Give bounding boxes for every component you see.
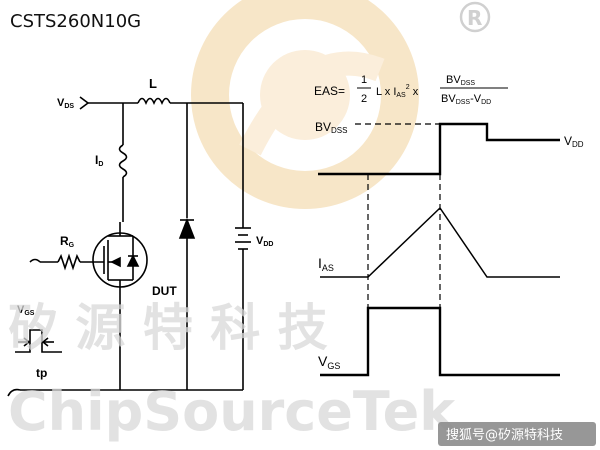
gate-resistor-label: RG (60, 234, 75, 249)
vds-label: VDS (57, 97, 74, 110)
equation-middle: L x IAS2 x (376, 84, 419, 99)
vdd-label: VDD (256, 235, 273, 248)
equation-half-num: 1 (361, 74, 367, 86)
logo-watermark (191, 0, 419, 209)
waveform-labels: BVDSS VDD IAS VGS (315, 120, 584, 371)
dut-label: DUT (152, 284, 177, 298)
vdd-wave-label: VDD (564, 134, 584, 149)
part-number: CSTS260N10G (10, 11, 141, 32)
equation-half-den: 2 (361, 93, 367, 105)
gate-resistor-symbol (57, 253, 81, 271)
equation-frac-num: BVDSS (446, 74, 475, 87)
gate-pulse-symbol (15, 329, 62, 353)
test-circuit (7, 96, 251, 397)
diode-symbol (178, 217, 196, 239)
watermark-english: ChipSourceTek (8, 380, 456, 443)
inductor-symbol (137, 97, 171, 105)
vds-arrow-icon (79, 96, 90, 110)
svg-text:R: R (467, 6, 482, 30)
vds-waveform (318, 122, 560, 176)
pulse-width-label: tp (36, 366, 47, 380)
circuit-labels: VDS L ID RG DUT VGS tp VDD (17, 76, 273, 380)
equation-lhs: EAS= (314, 84, 345, 98)
vgs-waveform (320, 306, 560, 377)
registered-mark: R (459, 1, 491, 33)
equation-frac-den: BVDSS-VDD (441, 93, 491, 106)
credit-text: 搜狐号@矽源特科技 (446, 428, 563, 443)
bvdss-label: BVDSS (315, 120, 347, 135)
eas-equation: EAS= 1 2 L x IAS2 x BVDSS BVDSS-VDD (314, 74, 508, 106)
current-label: ID (95, 153, 103, 168)
current-probe-symbol (118, 144, 128, 178)
ias-label: IAS (318, 255, 334, 273)
vgs-label: VGS (17, 304, 35, 317)
watermark-chinese: 矽 源 特 科 技 (8, 299, 328, 357)
vgs-wave-label: VGS (318, 353, 340, 371)
inductor-label: L (149, 76, 157, 91)
waveforms (318, 122, 560, 377)
credit-badge: 搜狐号@矽源特科技 (438, 422, 596, 446)
